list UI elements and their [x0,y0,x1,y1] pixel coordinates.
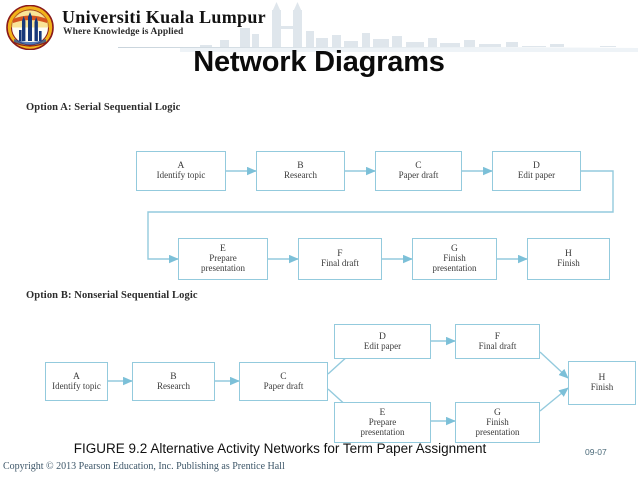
figure-caption: FIGURE 9.2 Alternative Activity Networks… [73,441,487,456]
node-b-a: A Identify topic [45,362,108,401]
node-a-h: H Finish [527,238,610,280]
node-b-b: B Research [132,362,215,401]
edge-b2-g-h [539,387,569,412]
node-desc: Edit paper [363,340,402,351]
option-b-label: Option B: Nonserial Sequential Logic [26,290,198,301]
node-code: C [415,161,422,172]
edge-b2-f-h [539,351,569,379]
node-code: H [564,249,573,260]
kuala-lumpur-skyline-icon [180,2,638,52]
university-tagline: Where Knowledge is Applied [63,27,184,37]
node-code: D [378,331,387,342]
node-desc: Edit paper [517,170,556,181]
node-code: H [598,373,606,384]
node-code: B [170,371,177,382]
header-divider [118,47,638,48]
node-code: A [177,161,185,172]
node-code: D [532,161,541,172]
node-desc: Paper draft [263,380,304,391]
node-desc: Research [157,380,190,391]
node-desc: Finish [590,382,614,393]
node-desc: Paper draft [398,170,439,181]
node-b-d: D Edit paper [334,324,431,359]
node-desc: Final draft [321,258,359,269]
node-desc: Identify topic [52,380,101,391]
node-a-d: D Edit paper [492,151,581,191]
node-desc: Finish [557,258,580,269]
node-code: F [494,331,501,342]
node-code: E [379,407,386,418]
node-code: B [297,161,304,172]
university-name: Universiti Kuala Lumpur [62,7,266,27]
page-title: Network Diagrams [193,46,445,78]
copyright-notice: Copyright © 2013 Pearson Education, Inc.… [3,461,285,472]
node-desc: Research [284,170,317,181]
node-b-c: C Paper draft [239,362,328,401]
node-code: A [72,371,81,382]
node-a-c: C Paper draft [375,151,462,191]
node-desc: Identify topic [156,170,206,181]
node-code: C [280,371,287,382]
slide-header: Universiti Kuala Lumpur Where Knowledge … [0,0,638,52]
node-code: G [450,244,459,255]
node-code: F [337,249,343,260]
node-b-h: H Finish [568,361,636,405]
option-a-label: Option A: Serial Sequential Logic [26,102,181,113]
page-number: 09-07 [585,447,607,457]
node-b-f: F Final draft [455,324,540,359]
node-a-b: B Research [256,151,345,191]
node-a-a: A Identify topic [136,151,226,191]
node-desc: Final draft [478,340,517,351]
node-a-f: F Final draft [298,238,382,280]
node-code: G [493,407,502,418]
node-code: E [219,244,226,255]
university-name-block: Universiti Kuala Lumpur Where Knowledge … [62,8,266,38]
ukl-emblem-icon [6,5,54,50]
